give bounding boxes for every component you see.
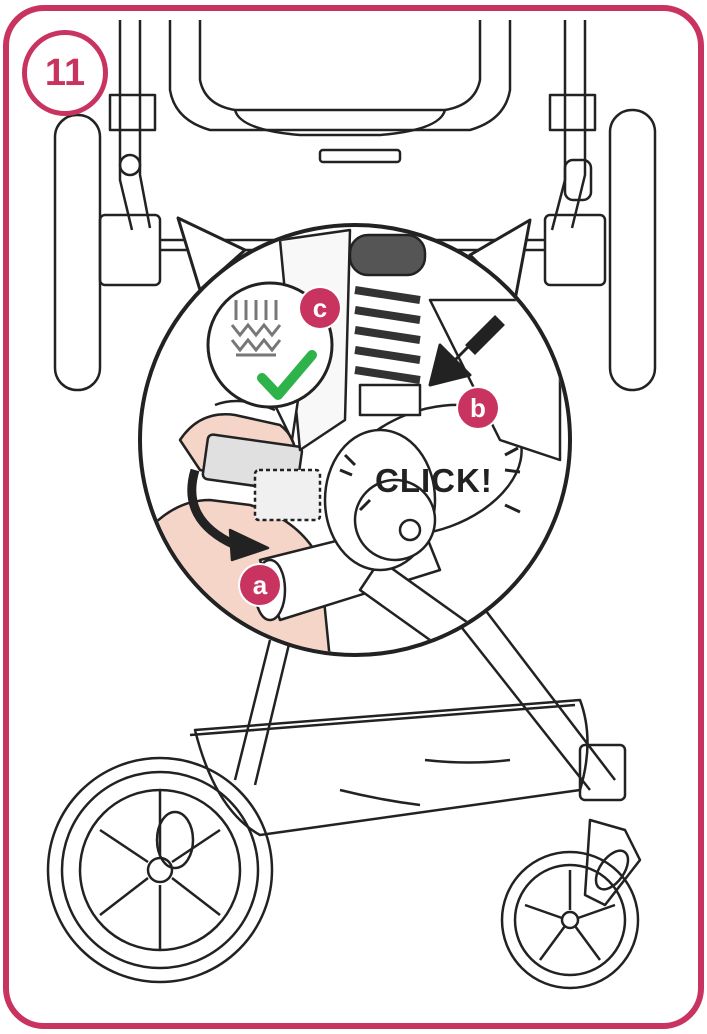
- callout-b: b: [458, 388, 498, 428]
- detail-magnifier: [138, 216, 572, 657]
- push-arrow-icon: [428, 328, 487, 387]
- stroller-bottom: [46, 589, 642, 990]
- callout-c: c: [300, 288, 340, 328]
- stroller-top: [53, 20, 657, 392]
- checkmark-icon: [257, 350, 317, 400]
- rotate-arrow-icon: [187, 468, 237, 550]
- step-number-badge: 11: [22, 30, 108, 116]
- step-frame: [3, 5, 704, 1029]
- click-sound-label: CLICK!: [375, 462, 493, 499]
- callout-a: a: [240, 565, 280, 605]
- zigzag-indicator: [230, 300, 282, 357]
